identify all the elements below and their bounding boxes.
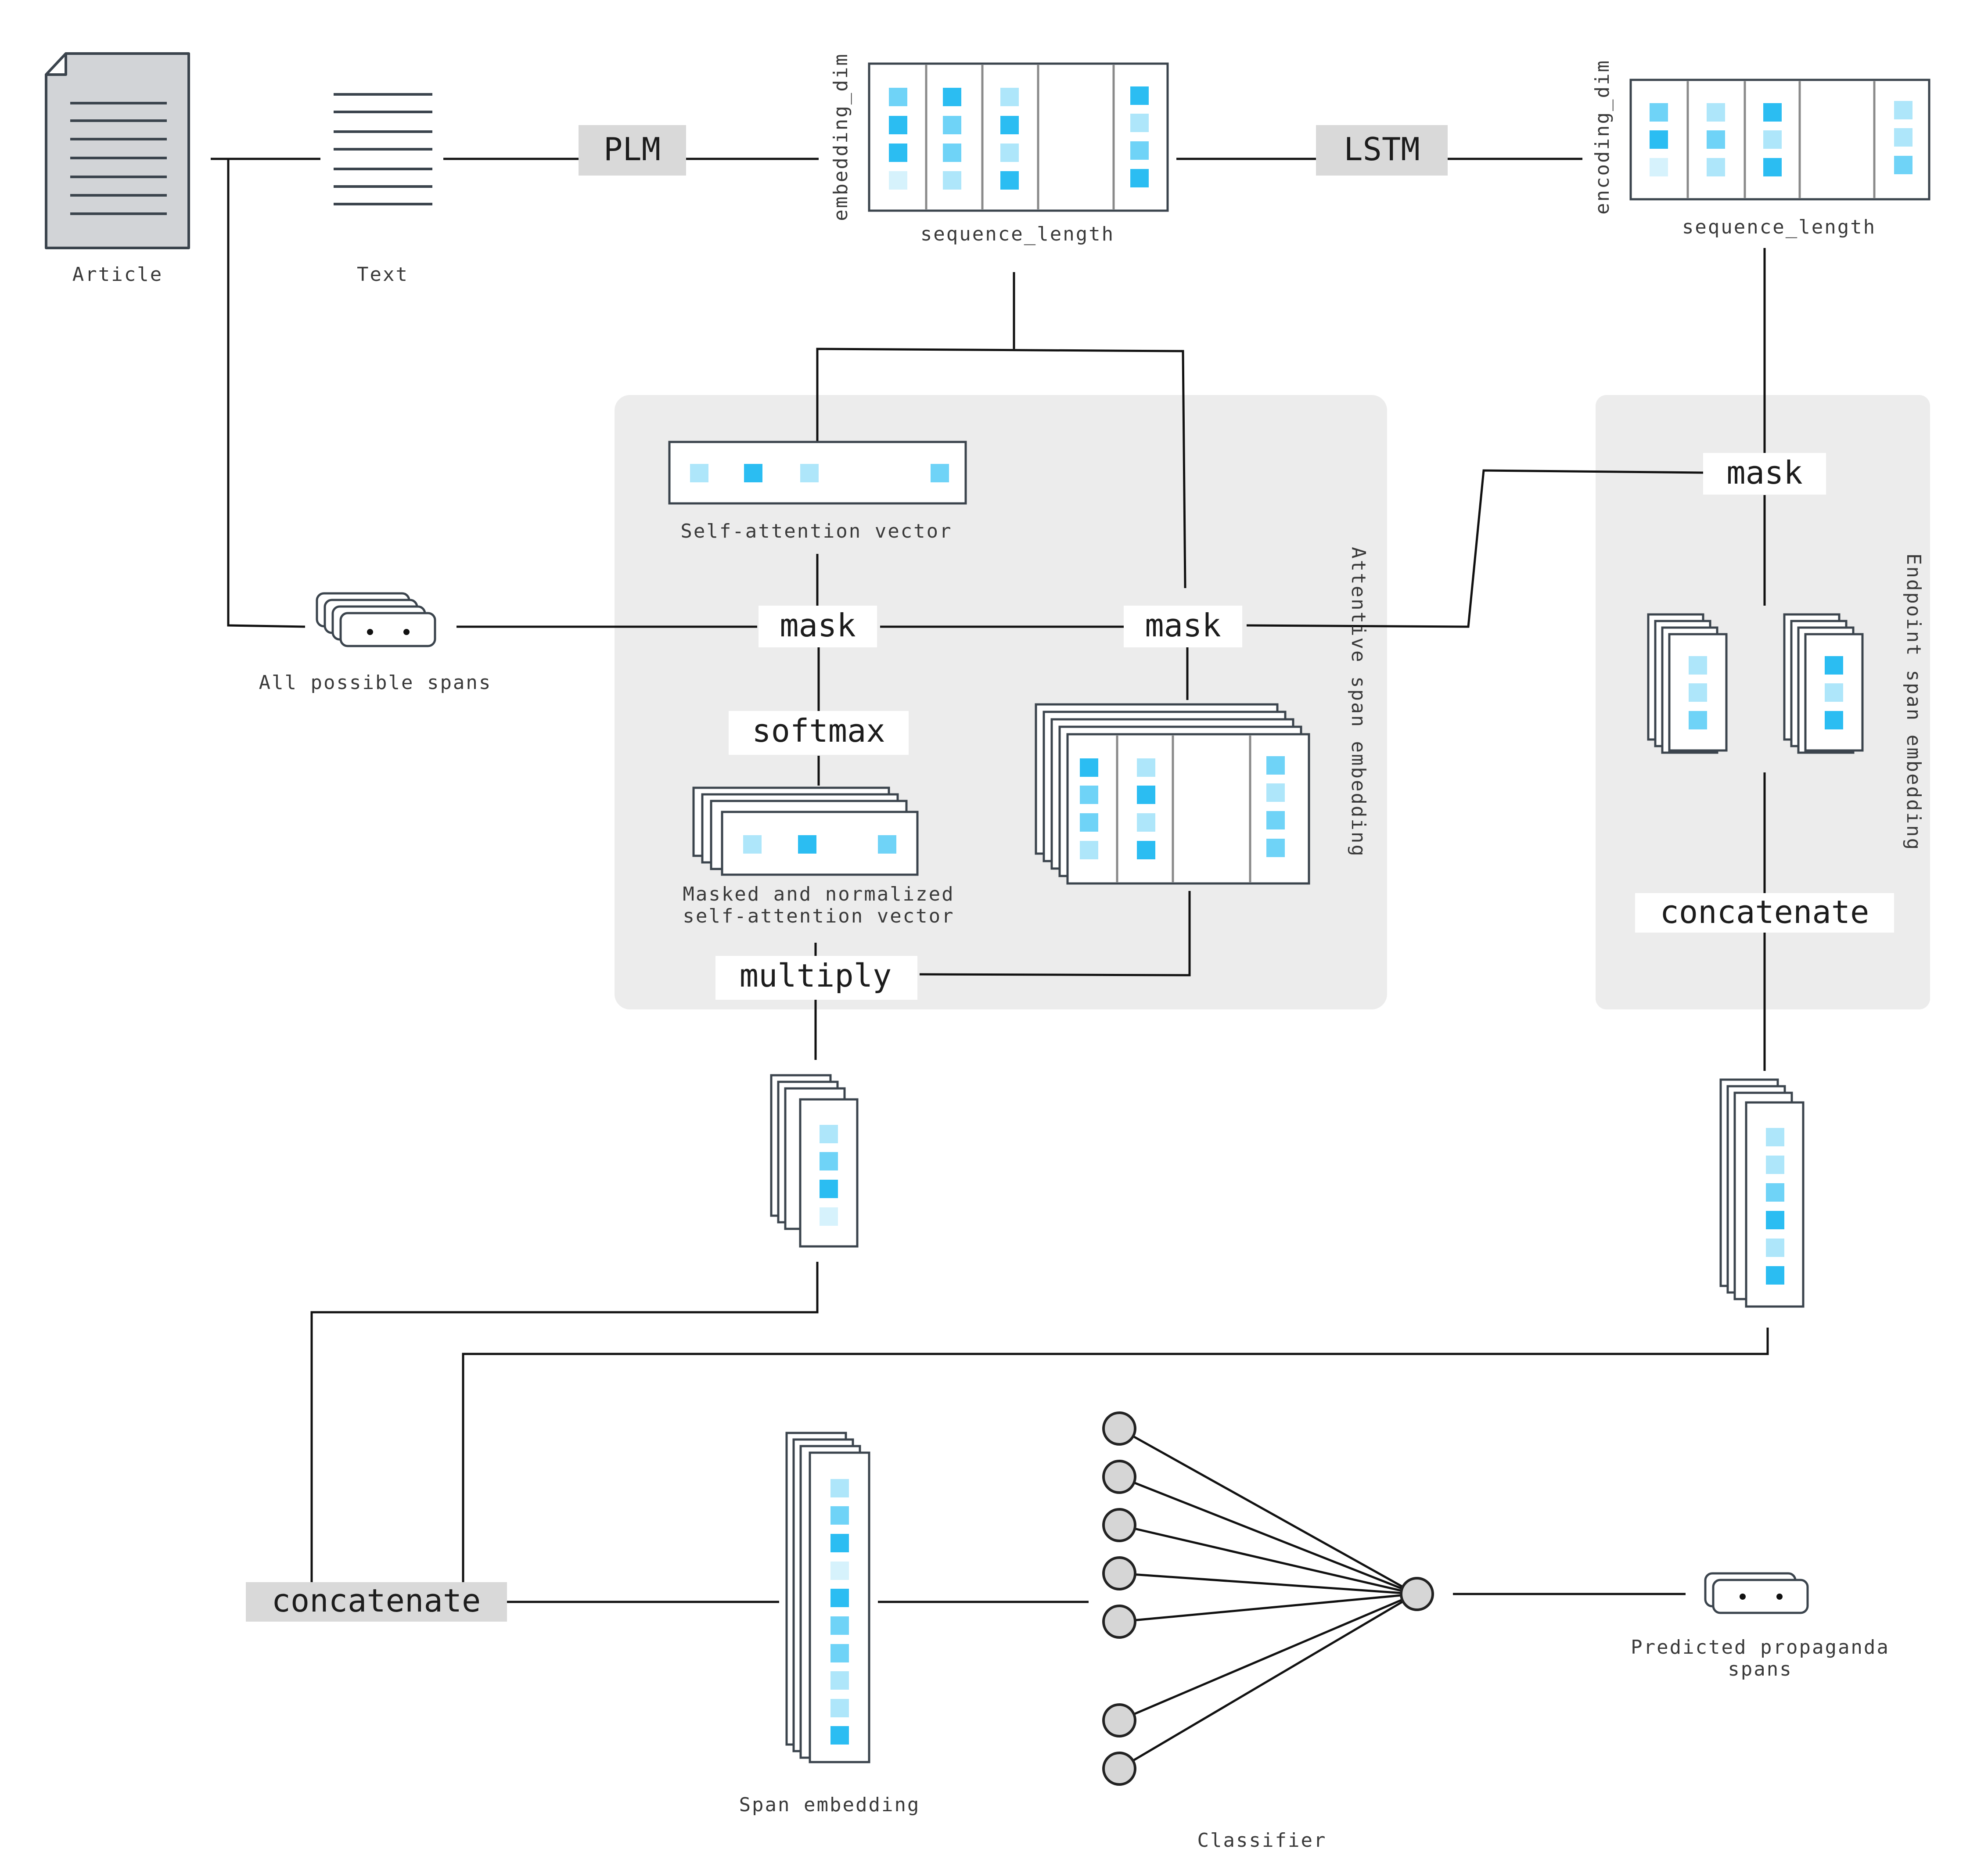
- endpoint-span-embedding-output-stack: [1719, 1078, 1805, 1308]
- encoding-dim-label: encoding_dim: [1591, 59, 1614, 215]
- concatenate-box-bottom: [246, 1582, 507, 1622]
- lstm-output-matrix: [1629, 79, 1930, 201]
- concatenate-right-label: concatenate: [1660, 894, 1869, 930]
- masked-normalized-label-line2: self-attention vector: [683, 905, 954, 927]
- softmax-box: [729, 711, 909, 755]
- mask-box-right: [1703, 453, 1826, 495]
- endpoint-span-embedding-label: Endpoint span embedding: [1902, 553, 1925, 851]
- self-attention-vector: [668, 441, 967, 505]
- concatenate-bottom-label: concatenate: [272, 1582, 481, 1619]
- classifier-label: Classifier: [1197, 1829, 1327, 1852]
- connection-lines: [211, 158, 1769, 1603]
- attentive-span-embedding-label: Attentive span embedding: [1347, 547, 1370, 858]
- classifier-network: [1102, 1411, 1434, 1786]
- plm-sequence-length-label: sequence_length: [920, 223, 1114, 245]
- span-stack-icon: [316, 592, 436, 647]
- lstm-box: [1316, 125, 1448, 176]
- predicted-span-stack-icon: [1704, 1572, 1809, 1614]
- text-label: Text: [357, 263, 409, 286]
- span-embedding-stack: [785, 1432, 870, 1763]
- multiply-label: multiply: [740, 957, 892, 994]
- lstm-label: LSTM: [1344, 131, 1420, 168]
- lstm-sequence-length-label: sequence_length: [1682, 216, 1876, 238]
- article-label: Article: [72, 263, 163, 286]
- predicted-spans-label-line2: spans: [1728, 1658, 1792, 1680]
- endpoint-start-vector-stack: [1647, 613, 1728, 754]
- predicted-spans-label-line1: Predicted propaganda: [1631, 1636, 1890, 1659]
- mask-box-left: [759, 606, 877, 647]
- softmax-label: softmax: [752, 712, 885, 749]
- plm-label: PLM: [604, 131, 661, 168]
- masked-normalized-vector-stack: [692, 786, 919, 876]
- self-attention-vector-label: Self-attention vector: [680, 520, 952, 542]
- plm-box: [579, 125, 686, 176]
- attentive-span-embedding-output-stack: [770, 1074, 859, 1248]
- span-embedding-label: Span embedding: [739, 1794, 920, 1816]
- all-possible-spans-label: All possible spans: [259, 671, 492, 694]
- text-lines-icon: [334, 93, 432, 205]
- plm-output-matrix: [868, 62, 1169, 212]
- endpoint-span-embedding-panel: [1596, 395, 1930, 1009]
- mask-left-label: mask: [780, 607, 856, 644]
- mask-box-middle: [1124, 606, 1242, 647]
- document-icon: [45, 52, 190, 249]
- multiply-box: [715, 956, 917, 1000]
- masked-normalized-label-line1: Masked and normalized: [683, 883, 954, 905]
- embedding-dim-label: embedding_dim: [830, 53, 852, 221]
- mask-right-label: mask: [1726, 454, 1802, 491]
- concatenate-box-right: [1635, 893, 1894, 933]
- masked-embedding-matrix-stack: [1035, 703, 1310, 885]
- mask-middle-label: mask: [1145, 607, 1221, 644]
- endpoint-end-vector-stack: [1783, 613, 1864, 754]
